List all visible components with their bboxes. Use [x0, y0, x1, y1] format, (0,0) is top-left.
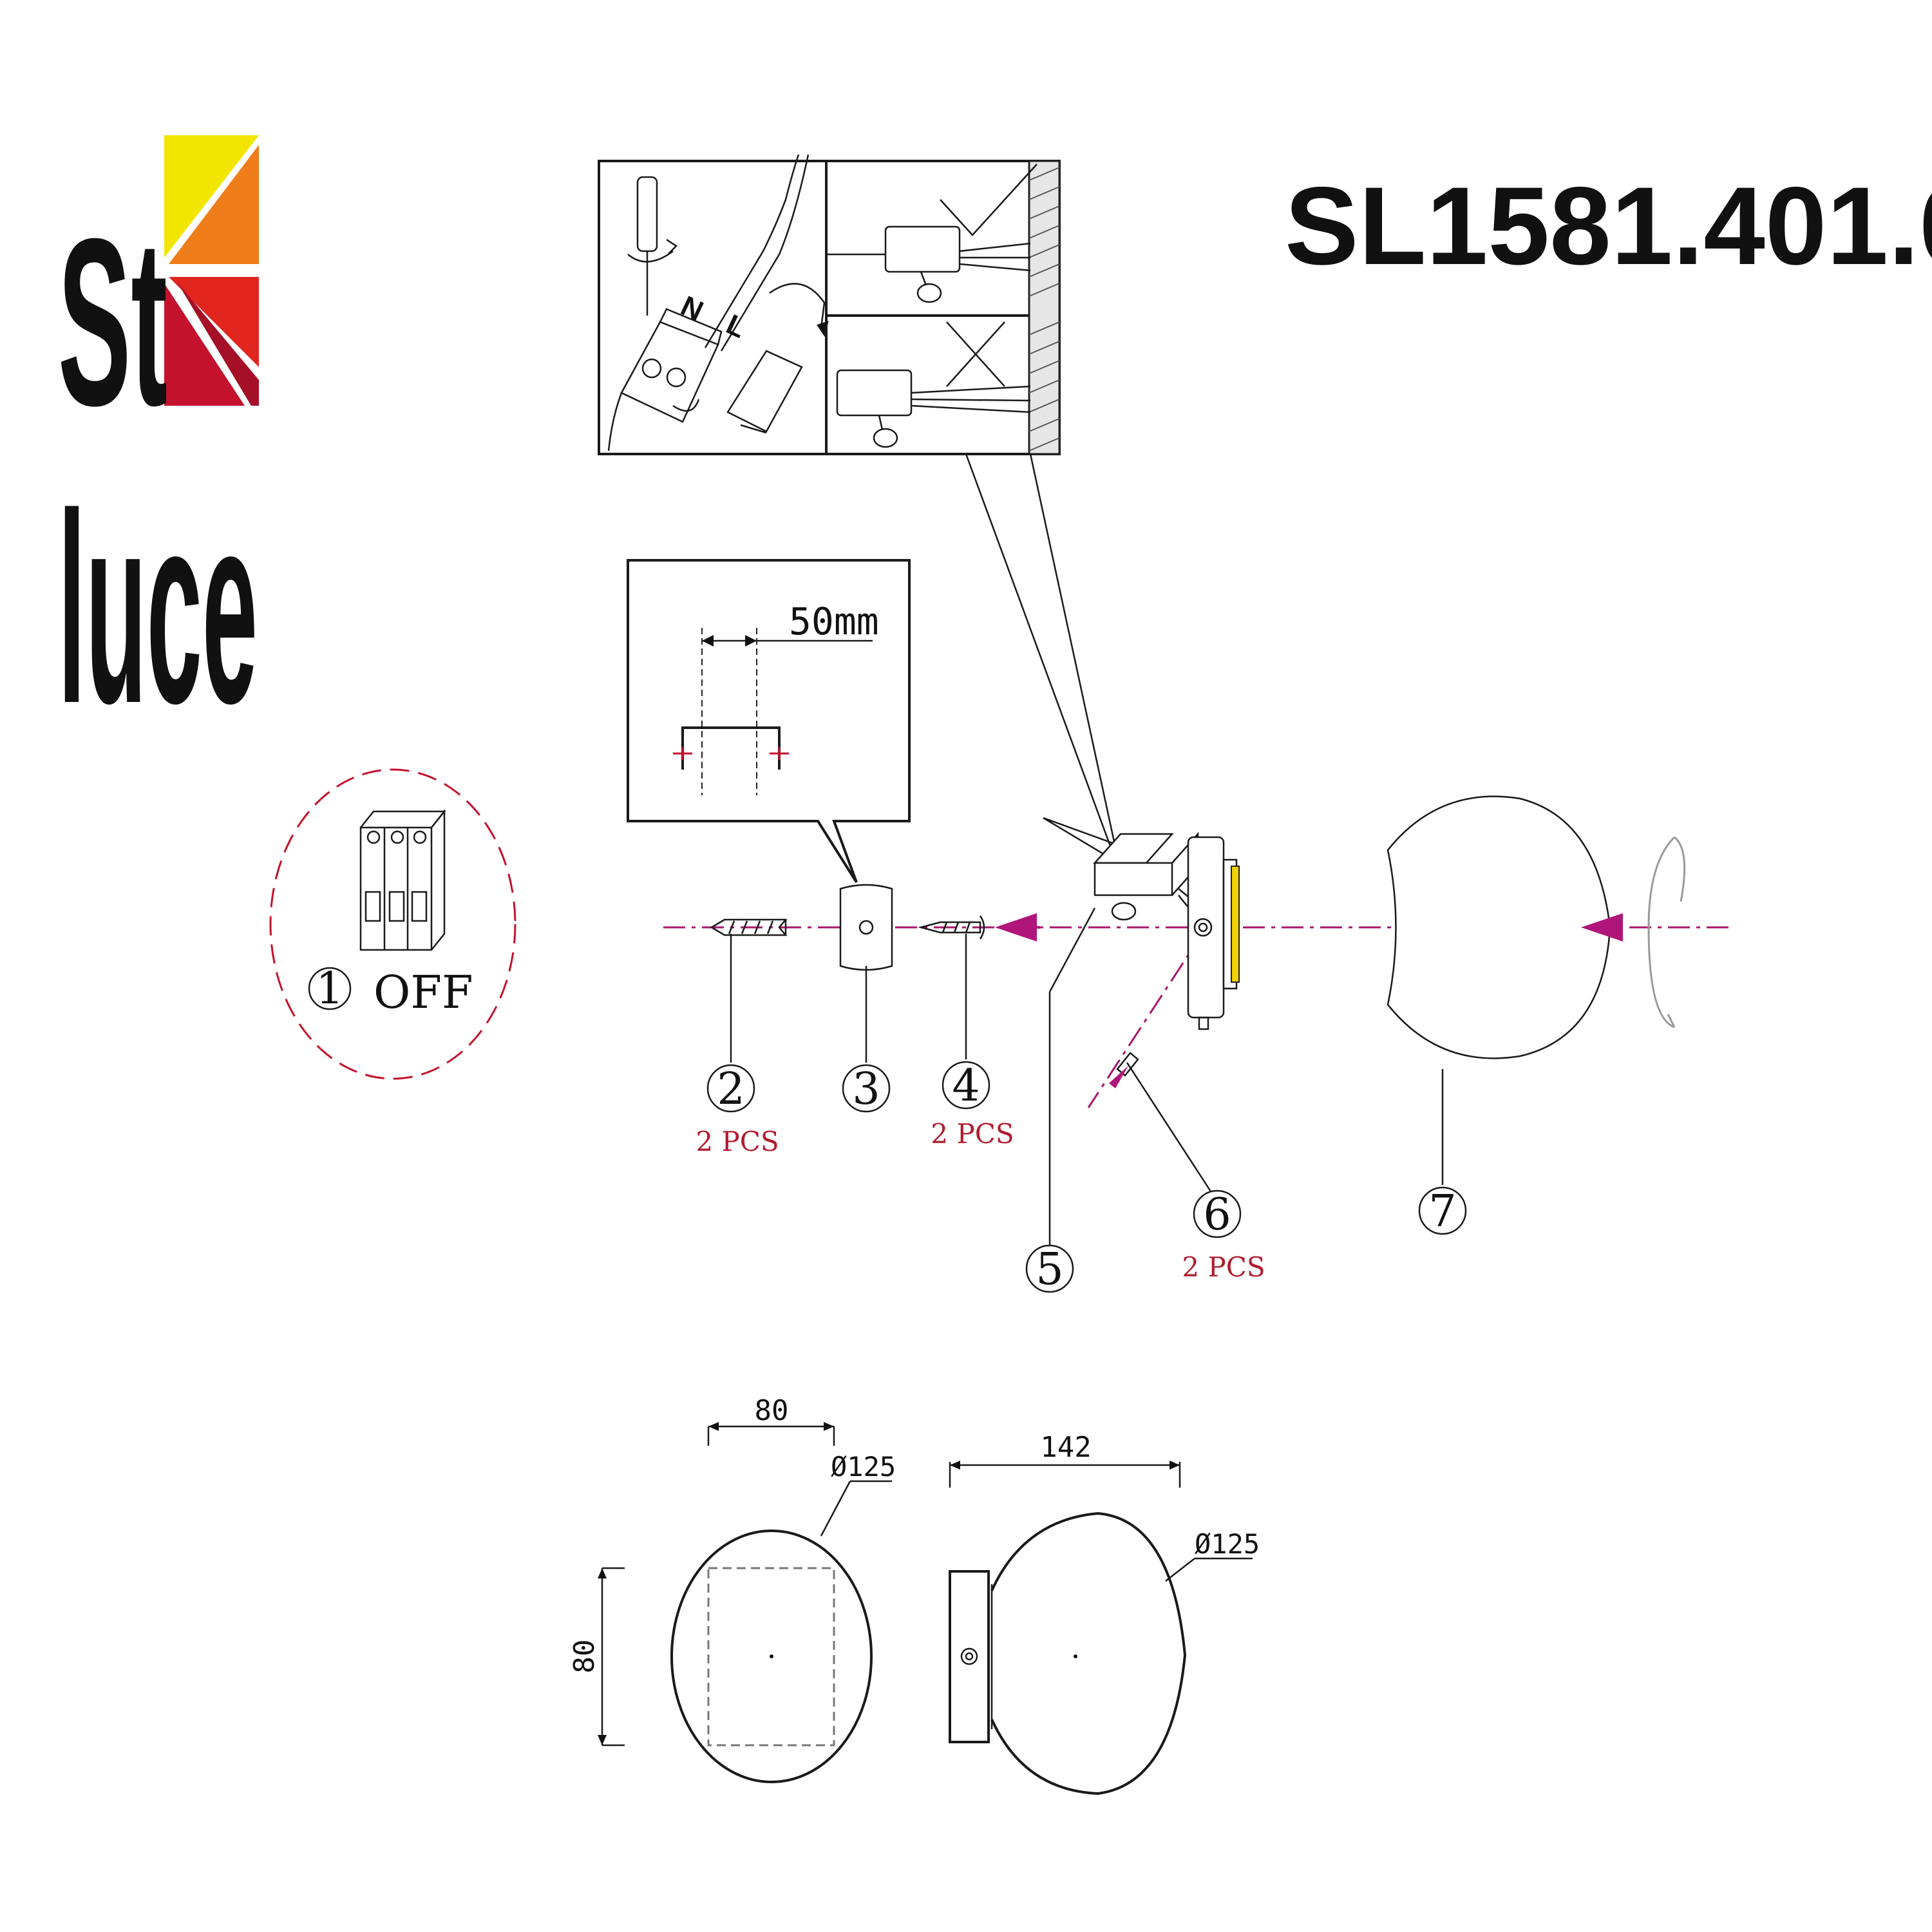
- lamp-shade-part: [1387, 795, 1611, 1059]
- callout-7-number: 7: [1428, 1186, 1456, 1237]
- set-screw-arrow: [1109, 1066, 1128, 1088]
- logo-tile-yellow: [164, 135, 259, 258]
- callout-6-qty: 2 PCS: [1182, 1251, 1265, 1283]
- logo-tile-orange: [169, 145, 259, 264]
- lamp-base-part: [1187, 836, 1240, 1030]
- callout-2: 2 2 PCS: [696, 1064, 779, 1157]
- front-width-label: 80: [755, 1394, 789, 1427]
- callout-4: 4 2 PCS: [931, 1061, 1014, 1150]
- model-code: SL1581.401.01: [1285, 164, 1932, 288]
- terminal-block-icon: [607, 154, 810, 451]
- logo-tile-darkred: [177, 282, 259, 406]
- neutral-label: N: [676, 290, 708, 327]
- step-1-number: 1: [316, 963, 343, 1014]
- callout-4-number: 4: [952, 1061, 980, 1112]
- incorrect-connection-icon: [836, 321, 1031, 448]
- logo-tile-crimson: [164, 283, 245, 406]
- callout-2-number: 2: [717, 1064, 744, 1115]
- driver-box-part: [1043, 817, 1218, 929]
- callout-4-qty: 2 PCS: [931, 1118, 1014, 1150]
- rotate-icon: [1647, 836, 1686, 1028]
- connector-plug-icon: [726, 283, 829, 434]
- callout-7: 7: [1418, 1186, 1467, 1237]
- side-view-drawing: 142 Ø125: [949, 1431, 1260, 1795]
- power-off-step: 1 OFF: [269, 768, 516, 1080]
- side-diameter-label: Ø125: [1195, 1528, 1260, 1560]
- mount-arrow: [995, 913, 1037, 942]
- callout-2-qty: 2 PCS: [696, 1126, 779, 1157]
- wiring-detail-panel: N L: [598, 154, 1119, 857]
- logo-text-bottom: luce: [58, 458, 258, 760]
- callout-5-number: 5: [1036, 1244, 1063, 1295]
- drill-spacing-panel: 50mm: [627, 559, 911, 884]
- front-diameter-label: Ø125: [831, 1451, 896, 1482]
- mounting-bracket-part: [839, 884, 893, 971]
- callout-3-number: 3: [852, 1064, 880, 1115]
- callout-3: 3: [842, 1064, 891, 1115]
- screwdriver-icon: [627, 176, 677, 316]
- st-luce-logo: St luce: [58, 135, 259, 760]
- step-1-off-label: OFF: [374, 966, 473, 1019]
- shade-arrow: [1581, 913, 1623, 942]
- screw-part: [918, 915, 985, 940]
- front-height-label: 80: [568, 1640, 601, 1674]
- side-depth-label: 142: [1040, 1431, 1091, 1464]
- circuit-breaker-icon: [359, 809, 446, 951]
- logo-text-top: St: [58, 189, 167, 455]
- callout-6: 6 2 PCS: [1182, 1189, 1265, 1283]
- screw-axis: [1087, 930, 1206, 1108]
- wall-plug-part: [710, 918, 788, 936]
- spacing-dimension: 50mm: [789, 600, 879, 643]
- callout-5: 5: [1025, 1244, 1074, 1295]
- correct-connection-icon: [828, 164, 1037, 303]
- callout-6-number: 6: [1203, 1189, 1231, 1240]
- front-view-drawing: 80 Ø125 80: [568, 1394, 896, 1783]
